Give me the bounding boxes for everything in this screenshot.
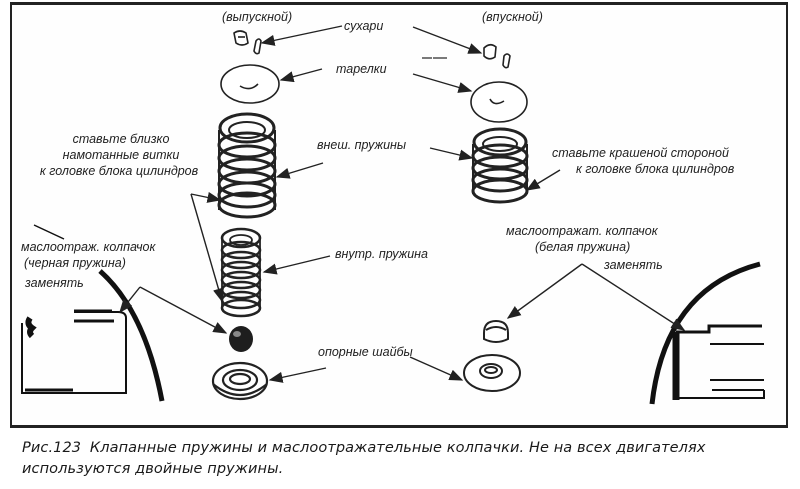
label-left-note-1: ставьте близко: [72, 132, 170, 146]
label-keepers: сухари: [344, 19, 384, 33]
arrow-right-seal-b: [581, 263, 686, 331]
arrow-inner-spring: [262, 255, 331, 275]
label-right-note-2: к головке блока цилиндров: [576, 162, 735, 176]
label-left-seal-2: (черная пружина): [24, 256, 126, 270]
arrow-retainer-intake: [412, 73, 473, 93]
exhaust-retainer: [220, 64, 280, 104]
label-spring-seats: опорные шайбы: [318, 345, 413, 359]
arrow-right-seal-a: [506, 263, 583, 319]
intake-keepers: [483, 43, 511, 69]
label-left-replace: заменять: [25, 276, 84, 290]
leader-lines: [119, 25, 686, 383]
arrow-seat-exhaust: [268, 367, 327, 383]
intake-valve-seal: [483, 319, 509, 343]
label-left-note-3: к головке блока цилиндров: [39, 164, 199, 178]
arrow-left-seal-a: [139, 286, 228, 334]
arrow-right-note: [525, 169, 561, 191]
arrow-left-seal-b: [119, 286, 141, 314]
label-outer-springs: внеш. пружины: [317, 138, 407, 152]
label-intake: (впускной): [482, 10, 543, 24]
exhaust-keepers: [233, 30, 262, 55]
arrow-keepers-intake: [412, 26, 483, 54]
left-head-cutaway: [21, 224, 165, 402]
arrow-outer-spring-intake: [429, 147, 474, 161]
arrow-keepers-exhaust: [260, 25, 343, 46]
label-left-seal-1: маслоотраж. колпачок: [21, 240, 156, 254]
intake-outer-spring: [471, 127, 529, 204]
arrow-outer-spring-exhaust: [275, 162, 324, 179]
intake-spring-seat: [463, 354, 521, 392]
label-right-note-1: ставьте крашеной стороной: [552, 146, 729, 160]
label-inner-spring: внутр. пружина: [335, 247, 429, 261]
arrow-seat-intake: [409, 356, 464, 381]
figure-caption: Рис.123 Клапанные пружины и маслоотражат…: [22, 438, 792, 480]
arrow-left-note-a: [190, 191, 222, 203]
exhaust-valve-seal: [229, 326, 253, 352]
label-left-note-2: намотанные витки: [62, 148, 180, 162]
arrow-retainer-exhaust: [279, 68, 323, 83]
label-right-seal-2: (белая пружина): [535, 240, 631, 254]
arrow-left-note-b: [190, 193, 224, 303]
exhaust-inner-spring: [220, 227, 262, 318]
label-retainers: тарелки: [336, 62, 387, 76]
label-exhaust: (выпускной): [222, 10, 293, 24]
diagram-frame: [10, 2, 788, 428]
figure-caption-text: Клапанные пружины и маслоотражательные к…: [22, 440, 706, 477]
intake-retainer: [470, 81, 528, 123]
exhaust-spring-seat: [211, 361, 269, 401]
exhaust-outer-spring: [217, 112, 277, 219]
label-right-replace: заменять: [604, 258, 663, 272]
right-head-cutaway: [649, 261, 765, 405]
figure-number: Рис.123: [22, 440, 82, 456]
label-right-seal-1: маслоотражат. колпачок: [506, 224, 658, 238]
